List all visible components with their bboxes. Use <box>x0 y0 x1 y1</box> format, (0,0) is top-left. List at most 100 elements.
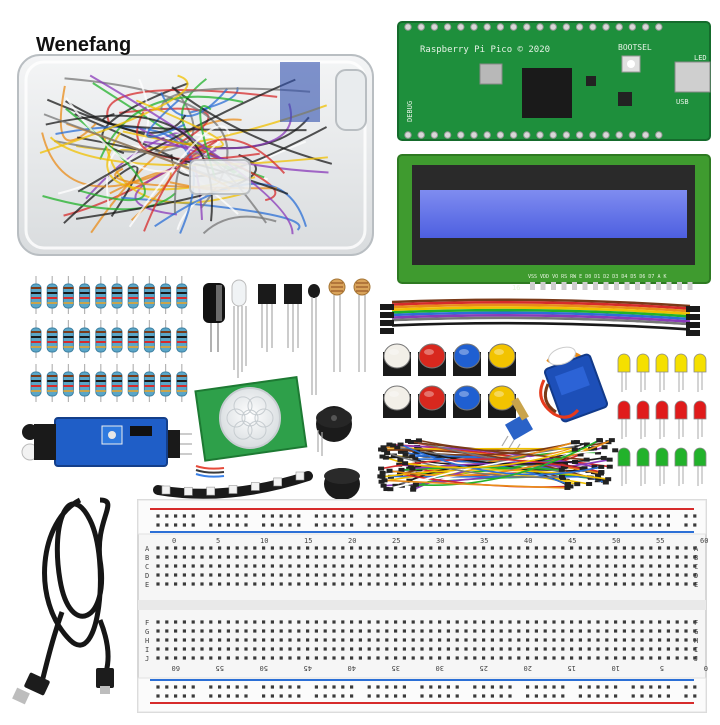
jumper-end <box>410 487 417 492</box>
breadboard-hole <box>526 573 530 577</box>
breadboard-hole <box>605 582 609 586</box>
rail-hole <box>270 694 274 698</box>
resistor-band <box>63 331 74 333</box>
pico-pin <box>615 23 623 31</box>
rail-hole <box>658 523 662 527</box>
breadboard-hole <box>631 647 635 651</box>
rail-hole <box>235 523 239 527</box>
jumper-end <box>583 457 590 462</box>
breadboard-hole <box>350 582 354 586</box>
breadboard-hole <box>543 555 547 559</box>
breadboard-hole <box>394 638 398 642</box>
resistor-band <box>63 390 74 392</box>
pico-pin <box>470 23 478 31</box>
resistor-band <box>176 292 187 294</box>
button-shine <box>459 391 469 397</box>
breadboard-hole <box>306 546 310 550</box>
rail-hole <box>191 514 195 518</box>
rail-hole <box>649 514 653 518</box>
breadboard-hole <box>675 629 679 633</box>
box-wire <box>65 107 146 202</box>
breadboard-hole <box>587 564 591 568</box>
button-cap <box>453 343 481 369</box>
breadboard-hole <box>578 555 582 559</box>
breadboard-hole <box>490 573 494 577</box>
breadboard-hole <box>226 564 230 568</box>
rail-hole <box>473 523 477 527</box>
jumper-end <box>596 438 603 443</box>
breadboard-hole <box>226 546 230 550</box>
jumper-end <box>386 442 393 447</box>
breadboard-hole <box>385 582 389 586</box>
breadboard-hole <box>200 555 204 559</box>
breadboard-hole <box>508 564 512 568</box>
rail-hole <box>323 523 327 527</box>
ribbon-wire <box>391 321 691 331</box>
jumper-end <box>612 448 619 453</box>
breadboard-hole <box>420 564 424 568</box>
rail-hole <box>534 514 538 518</box>
breadboard-hole <box>270 620 274 624</box>
breadboard-hole <box>552 546 556 550</box>
row-letter: A <box>694 545 699 553</box>
breadboard-hole <box>464 647 468 651</box>
breadboard-hole <box>464 629 468 633</box>
breadboard-hole <box>323 564 327 568</box>
box-wire <box>49 136 328 167</box>
rail-hole <box>262 523 266 527</box>
breadboard-hole <box>182 546 186 550</box>
resistor-band <box>144 346 155 348</box>
column-number: 60 <box>700 537 708 545</box>
rail-hole <box>438 694 442 698</box>
rail-hole <box>174 685 178 689</box>
column-number: 5 <box>660 664 664 672</box>
breadboard-hole <box>675 582 679 586</box>
pir-sensor-icon <box>194 375 308 462</box>
rail-hole <box>561 694 565 698</box>
rail-hole <box>631 694 635 698</box>
breadboard-hole <box>561 620 565 624</box>
pico-pin <box>589 23 597 31</box>
breadboard-hole <box>218 620 222 624</box>
breadboard-hole <box>473 555 477 559</box>
resistor-band <box>31 390 41 392</box>
breadboard-hole <box>394 647 398 651</box>
rail-hole <box>279 523 283 527</box>
breadboard-hole <box>174 564 178 568</box>
breadboard-hole <box>174 629 178 633</box>
lcd-pin <box>656 282 661 290</box>
breadboard-hole <box>367 620 371 624</box>
breadboard-hole <box>499 573 503 577</box>
pico-pin <box>549 131 557 139</box>
led-label: LED <box>694 54 707 62</box>
box-wire <box>65 100 187 134</box>
breadboard-hole <box>482 582 486 586</box>
jumper-end <box>410 485 417 490</box>
jumper-end <box>567 484 574 489</box>
breadboard-hole <box>640 546 644 550</box>
breadboard-hole <box>367 555 371 559</box>
breadboard-hole <box>411 555 415 559</box>
rail-hole <box>684 694 688 698</box>
breadboard-hole <box>446 620 450 624</box>
lcd-pin <box>614 282 619 290</box>
breadboard-hole <box>262 582 266 586</box>
breadboard-hole <box>358 555 362 559</box>
push-button-set <box>383 343 516 418</box>
jumper-end <box>598 464 605 469</box>
led-body <box>674 400 688 420</box>
jumper-end <box>412 482 419 487</box>
breadboard-hole <box>438 564 442 568</box>
breadboard-hole <box>473 638 477 642</box>
breadboard-hole <box>394 555 398 559</box>
ribbon-wire <box>391 308 691 318</box>
breadboard-hole <box>402 564 406 568</box>
rail-hole <box>666 514 670 518</box>
resistor-band <box>128 287 139 289</box>
column-number: 0 <box>172 537 176 545</box>
usb-port <box>674 61 711 93</box>
ribbon-connector <box>380 320 394 326</box>
row-letter: C <box>694 563 698 571</box>
breadboard-hole <box>226 555 230 559</box>
resistor-band <box>112 331 122 333</box>
